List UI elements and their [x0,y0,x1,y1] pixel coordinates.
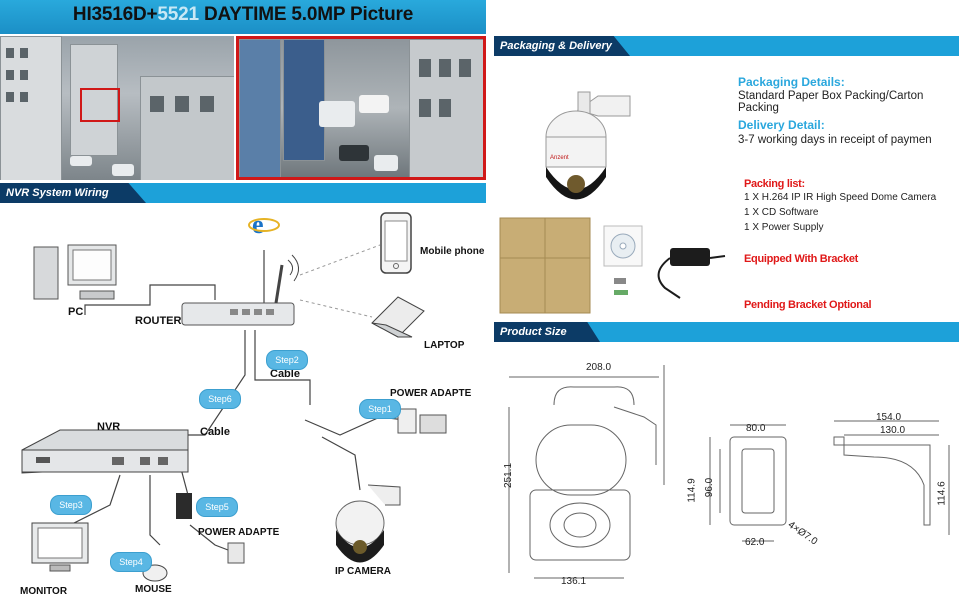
street-photo-wide [0,36,234,180]
step5-badge: Step5 [196,497,238,517]
mouse-label: MOUSE [135,584,172,595]
package-contents-photo [499,217,726,314]
monitor-label: MONITOR [20,586,68,597]
step4-badge: Step4 [110,552,152,572]
power-adapter-bottom [176,493,245,564]
step6-badge: Step6 [199,389,241,409]
page-title: HI3516D+5521 DAYTIME 5.0MP Picture [72,4,414,25]
dim-bracket-80: 80.0 [746,423,766,434]
packing-item-3: 1 X Power Supply [744,222,824,233]
packaging-details-text: Standard Paper Box Packing/Carton Packin… [738,90,924,114]
title-banner [0,0,486,34]
cable-label-1: Cable [200,426,230,438]
power-adapter-label-1: POWER ADAPTE [390,388,472,399]
mobile-phone-label: Mobile phone [420,246,485,257]
power-adapter-label-2: POWER ADAPTE [198,527,280,538]
nvr-device [21,429,189,474]
dashed-wireless-lines [299,244,381,318]
laptop-label: LAPTOP [424,340,465,351]
mobile-phone-device [380,212,412,274]
router-device [181,254,299,326]
product-size-section-tab: Product Size [494,322,600,342]
packaging-details-title: Packaging Details: [738,75,845,89]
dim-height-251: 251.1 [503,462,515,489]
packaging-section-tab: Packaging & Delivery [494,36,630,56]
packing-list-title: Packing list: [744,178,805,190]
delivery-detail-text: 3-7 working days in receipt of paymen [738,134,932,146]
step3-badge: Step3 [50,495,92,515]
connection-lines [55,250,406,551]
packing-item-1: 1 X H.264 IP IR High Speed Dome Camera [744,192,937,203]
dim-arm-114-6: 114.6 [936,481,948,506]
dimension-drawings [508,365,950,579]
pc-label: PC [68,306,84,318]
svg-text:Anzent: Anzent [550,155,569,161]
cable-label-2: Cable [270,368,300,380]
ip-camera-label: IP CAMERA [335,566,391,577]
step1-badge: Step1 [359,399,401,419]
svg-text:e: e [252,210,264,239]
ip-camera-device [335,484,401,563]
wiring-section-tab: NVR System Wiring Diagram [0,183,146,203]
delivery-detail-title: Delivery Detail: [738,118,825,132]
monitor-device [31,522,89,572]
dim-width-208: 208.0 [586,362,612,373]
internet-explorer-icon: e [248,210,280,239]
street-photo-zoomed [236,36,486,180]
nvr-label: NVR [97,421,121,433]
dim-bracket-62: 62.0 [745,537,765,548]
dome-camera-photo: Anzent [545,91,631,200]
power-adapter-top [397,408,447,434]
wiring-diagram: e [21,210,447,582]
bracket-equipped-note: Equipped With Bracket [744,253,859,265]
bracket-optional-note: Pending Bracket Optional [744,299,872,311]
dim-arm-130: 130.0 [880,425,906,436]
router-label: ROUTER [135,315,182,327]
step2-badge: Step2 [266,350,308,370]
pc-device [33,244,117,300]
laptop-device [371,296,425,338]
dim-arm-154: 154.0 [876,412,902,423]
dim-bracket-114-9: 114.9 [686,478,698,503]
dim-bracket-96: 96.0 [704,477,716,498]
dim-base-136: 136.1 [561,576,587,587]
product-size-section-bar [494,322,959,342]
packing-item-2: 1 X CD Software [744,207,819,218]
